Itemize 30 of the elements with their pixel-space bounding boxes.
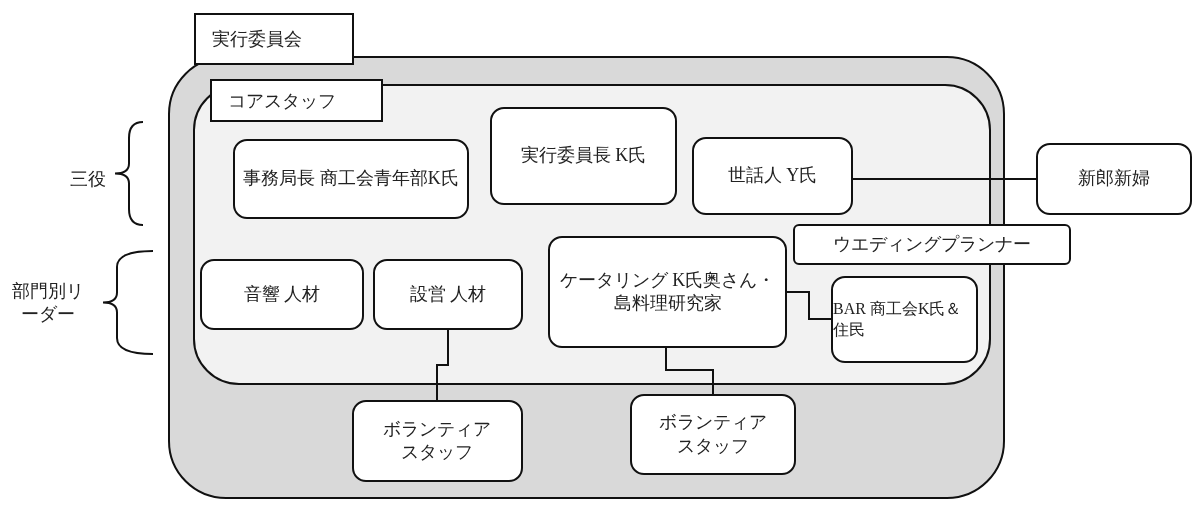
group-title: コアスタッフ xyxy=(210,79,383,122)
role-box xyxy=(793,224,1071,265)
role-text: ボランティアスタッフ xyxy=(658,411,768,458)
role-text: BAR 商工会K氏＆住民 xyxy=(833,298,963,340)
role-box xyxy=(630,394,796,475)
connector-line xyxy=(786,291,832,320)
connector-line xyxy=(852,178,1037,180)
connector-line xyxy=(436,329,449,401)
role-box xyxy=(233,139,469,219)
role-text: ケータリング K氏奥さん・島料理研究家 xyxy=(558,268,777,315)
role-box xyxy=(200,259,364,330)
group-title: 実行委員会 xyxy=(194,13,354,65)
role-text: 新郎新婦 xyxy=(1078,167,1150,191)
role-text: 世話人 Y氏 xyxy=(727,164,818,188)
role-text: 設営 人材 xyxy=(409,282,487,306)
role-box xyxy=(1036,143,1192,215)
connector-line xyxy=(665,347,714,395)
role-box xyxy=(831,276,978,363)
role-box xyxy=(548,236,787,348)
group-label: 三役 xyxy=(69,168,107,192)
role-text: 実行委員長 K氏 xyxy=(520,144,647,168)
role-box xyxy=(373,259,523,330)
role-text: 音響 人材 xyxy=(243,282,321,306)
role-text: ボランティアスタッフ xyxy=(382,417,493,464)
role-box xyxy=(490,107,677,205)
role-text: 事務局長 商工会青年部K氏 xyxy=(243,167,459,191)
role-text: ウエディングプランナー xyxy=(833,232,1031,256)
role-box xyxy=(352,400,523,482)
role-box xyxy=(692,137,853,215)
group-label: 部門別リーダー xyxy=(12,279,84,326)
